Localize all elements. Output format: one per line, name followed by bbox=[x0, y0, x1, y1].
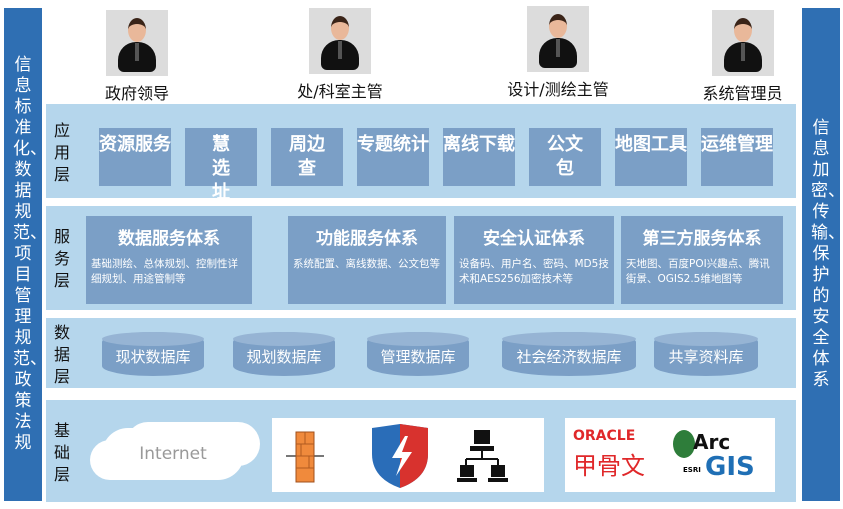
service-desc: 设备码、用户名、密码、MD5技术和AES256加密技术等 bbox=[459, 258, 609, 285]
layer-title: 数据层 bbox=[54, 323, 71, 386]
network-computers-icon bbox=[457, 430, 508, 482]
globe-icon bbox=[673, 430, 695, 458]
database: 现状数据库 bbox=[102, 332, 204, 376]
data-layer: 数据层 现状数据库 规划数据库 管理数据库 社会经济数据库 共享资料库 bbox=[46, 318, 796, 388]
database-label: 管理数据库 bbox=[380, 348, 456, 366]
app-layer: 应用层 资源服务 慧选址 周边查 专题统计 离线下载 公文包 地图工具 运维管理 bbox=[46, 104, 796, 203]
internet-label: Internet bbox=[139, 444, 207, 464]
avatar bbox=[711, 10, 774, 76]
arcgis-arc: Arc bbox=[693, 430, 731, 454]
user-gov-leader: 政府领导 bbox=[92, 10, 182, 104]
layer-title: 服务层 bbox=[54, 227, 71, 290]
user-label: 系统管理员 bbox=[702, 84, 783, 103]
layer-title: 基础层 bbox=[54, 421, 71, 484]
database-label: 社会经济数据库 bbox=[516, 348, 622, 366]
service-desc: 系统配置、离线数据、公文包等 bbox=[293, 258, 440, 270]
avatar bbox=[527, 6, 589, 72]
database-label: 规划数据库 bbox=[246, 348, 322, 366]
database-label: 现状数据库 bbox=[115, 348, 191, 366]
service-title: 安全认证体系 bbox=[483, 229, 585, 249]
software-logos: ORACLE 甲骨文 Arc ESRI GIS bbox=[565, 418, 775, 492]
security-text: 信息加密、传输、保护的安全体系 bbox=[811, 118, 843, 390]
database: 规划数据库 bbox=[233, 332, 335, 376]
oracle-logo: ORACLE bbox=[573, 428, 636, 444]
network-icons bbox=[286, 424, 508, 488]
shield-icon bbox=[372, 424, 428, 488]
service-item: 第三方服务体系天地图、百度POI兴趣点、腾讯街景、OGIS2.5维地图等 bbox=[621, 216, 783, 304]
database: 共享资料库 bbox=[654, 332, 758, 376]
database: 管理数据库 bbox=[367, 332, 469, 376]
service-desc: 基础测绘、总体规划、控制性详细规划、用途管制等 bbox=[91, 258, 238, 285]
user-dept-manager: 处/科室主管 bbox=[280, 8, 400, 102]
app-item: 公文包 bbox=[529, 128, 601, 186]
service-title: 第三方服务体系 bbox=[642, 229, 762, 249]
oracle-cn-logo: 甲骨文 bbox=[573, 452, 645, 480]
database-label: 共享资料库 bbox=[668, 348, 744, 366]
app-item: 周边查 bbox=[271, 128, 343, 186]
internet-cloud: Internet bbox=[102, 428, 244, 480]
app-item: 离线下载 bbox=[443, 128, 515, 186]
app-item: 专题统计 bbox=[357, 128, 429, 186]
app-item: 地图工具 bbox=[615, 128, 687, 186]
user-label: 处/科室主管 bbox=[297, 82, 383, 101]
user-sys-admin: 系统管理员 bbox=[690, 10, 795, 104]
service-layer: 服务层 数据服务体系基础测绘、总体规划、控制性详细规划、用途管制等 功能服务体系… bbox=[46, 206, 796, 310]
app-item: 运维管理 bbox=[701, 128, 773, 186]
app-item: 慧选址 bbox=[185, 128, 257, 203]
base-layer: 基础层 Internet ORACLE 甲骨文 Arc ESRI GIS bbox=[46, 400, 796, 502]
esri-label: ESRI bbox=[683, 466, 701, 474]
user-label: 政府领导 bbox=[104, 84, 169, 103]
service-item: 数据服务体系基础测绘、总体规划、控制性详细规划、用途管制等 bbox=[86, 216, 252, 304]
service-desc: 天地图、百度POI兴趣点、腾讯街景、OGIS2.5维地图等 bbox=[626, 258, 770, 285]
user-design-manager: 设计/测绘主管 bbox=[493, 6, 623, 100]
service-item: 功能服务体系系统配置、离线数据、公文包等 bbox=[288, 216, 446, 304]
arcgis-gis: GIS bbox=[705, 452, 755, 482]
firewall-icon bbox=[286, 431, 324, 483]
avatar bbox=[106, 10, 168, 76]
avatar bbox=[309, 8, 371, 74]
user-label: 设计/测绘主管 bbox=[507, 80, 609, 99]
app-item: 资源服务 bbox=[99, 128, 171, 186]
security-bar: 信息加密、传输、保护的安全体系 bbox=[802, 8, 843, 501]
standards-text: 信息标准化、数据规范、项目管理规范、政策法规 bbox=[13, 55, 47, 453]
layer-title: 应用层 bbox=[54, 121, 71, 184]
service-title: 数据服务体系 bbox=[118, 229, 220, 249]
service-item: 安全认证体系设备码、用户名、密码、MD5技术和AES256加密技术等 bbox=[454, 216, 614, 304]
infrastructure-icons bbox=[272, 418, 544, 492]
database: 社会经济数据库 bbox=[502, 332, 636, 376]
service-title: 功能服务体系 bbox=[316, 229, 418, 249]
standards-bar: 信息标准化、数据规范、项目管理规范、政策法规 bbox=[4, 8, 47, 501]
